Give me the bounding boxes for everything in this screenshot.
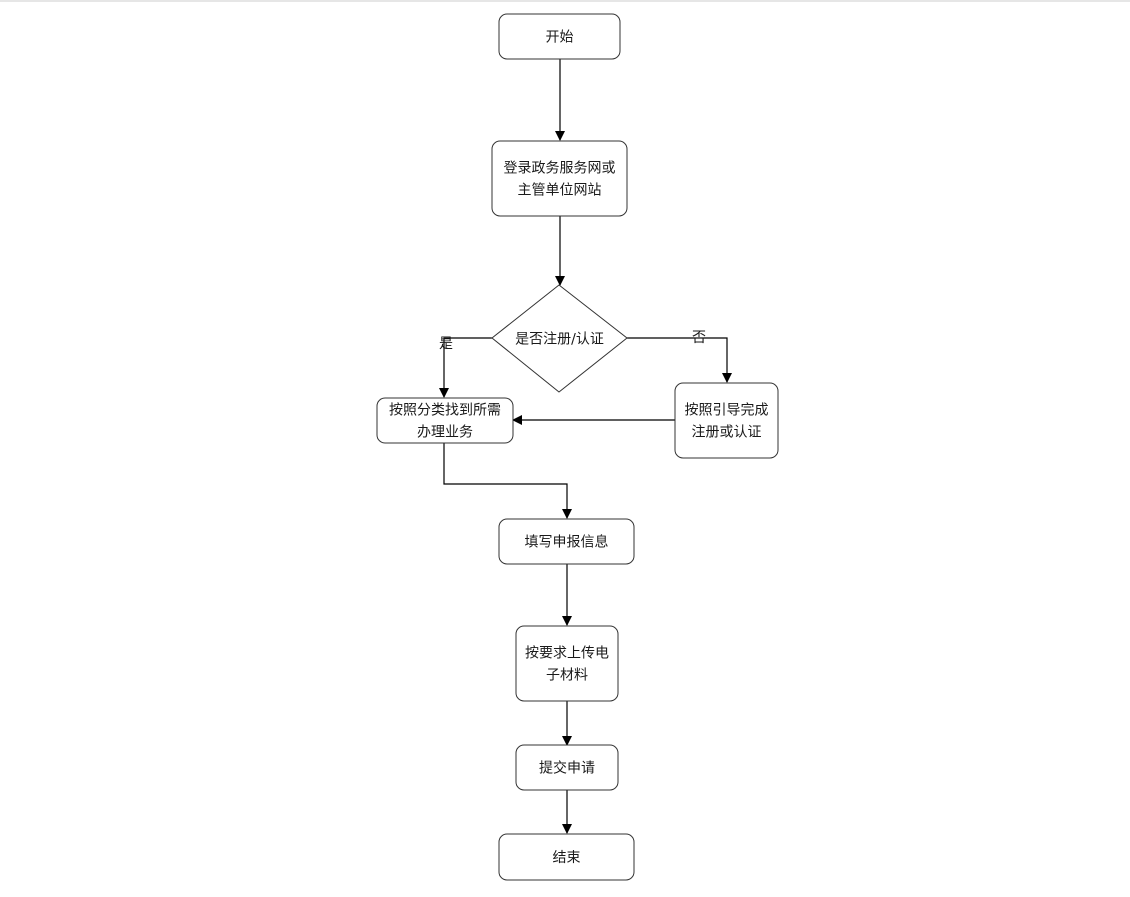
node-label-line: 提交申请	[539, 760, 595, 777]
node-label-line: 结束	[553, 850, 581, 866]
node-start-label: 开始	[546, 30, 574, 46]
node-decision: 是否注册/认证	[491, 284, 628, 393]
node-login: 登录政务服务网或主管单位网站	[491, 140, 628, 217]
edge-find-to-fill	[443, 443, 572, 519]
node-find-business: 按照分类找到所需办理业务	[376, 397, 514, 444]
node-guide-register: 按照引导完成注册或认证	[674, 382, 779, 459]
node-upload-label: 按要求上传电子材料	[525, 646, 609, 684]
node-label-line: 办理业务	[417, 425, 473, 441]
node-label-line: 填写申报信息	[525, 534, 609, 551]
node-label-line: 按要求上传电	[525, 646, 609, 662]
node-start: 开始	[498, 13, 621, 60]
node-login-label: 登录政务服务网或主管单位网站	[504, 161, 616, 199]
node-label-line: 开始	[546, 30, 574, 46]
node-fill-info: 填写申报信息	[498, 518, 635, 565]
node-end: 结束	[498, 833, 635, 881]
node-upload: 按要求上传电子材料	[515, 625, 619, 702]
node-find-business-label: 按照分类找到所需办理业务	[389, 403, 501, 441]
node-label-line: 按照分类找到所需	[389, 403, 501, 419]
edge-decision-yes	[439, 337, 492, 398]
top-border	[0, 0, 1130, 2]
node-submit-label: 提交申请	[539, 760, 595, 777]
node-label-line: 是否注册/认证	[515, 332, 604, 348]
edge-decision-no	[627, 337, 732, 383]
node-guide-register-label: 按照引导完成注册或认证	[685, 403, 769, 441]
node-label-line: 登录政务服务网或	[504, 161, 616, 177]
node-label-line: 子材料	[546, 668, 588, 684]
edge-label-no: 否	[692, 330, 706, 346]
node-label-line: 注册或认证	[692, 425, 762, 441]
node-decision-label: 是否注册/认证	[515, 332, 604, 348]
edge-label-yes: 是	[439, 336, 453, 352]
node-submit: 提交申请	[515, 744, 619, 791]
node-fill-info-label: 填写申报信息	[525, 534, 609, 551]
node-end-label: 结束	[553, 850, 581, 866]
node-label-line: 主管单位网站	[518, 183, 602, 199]
node-label-line: 按照引导完成	[685, 403, 769, 419]
